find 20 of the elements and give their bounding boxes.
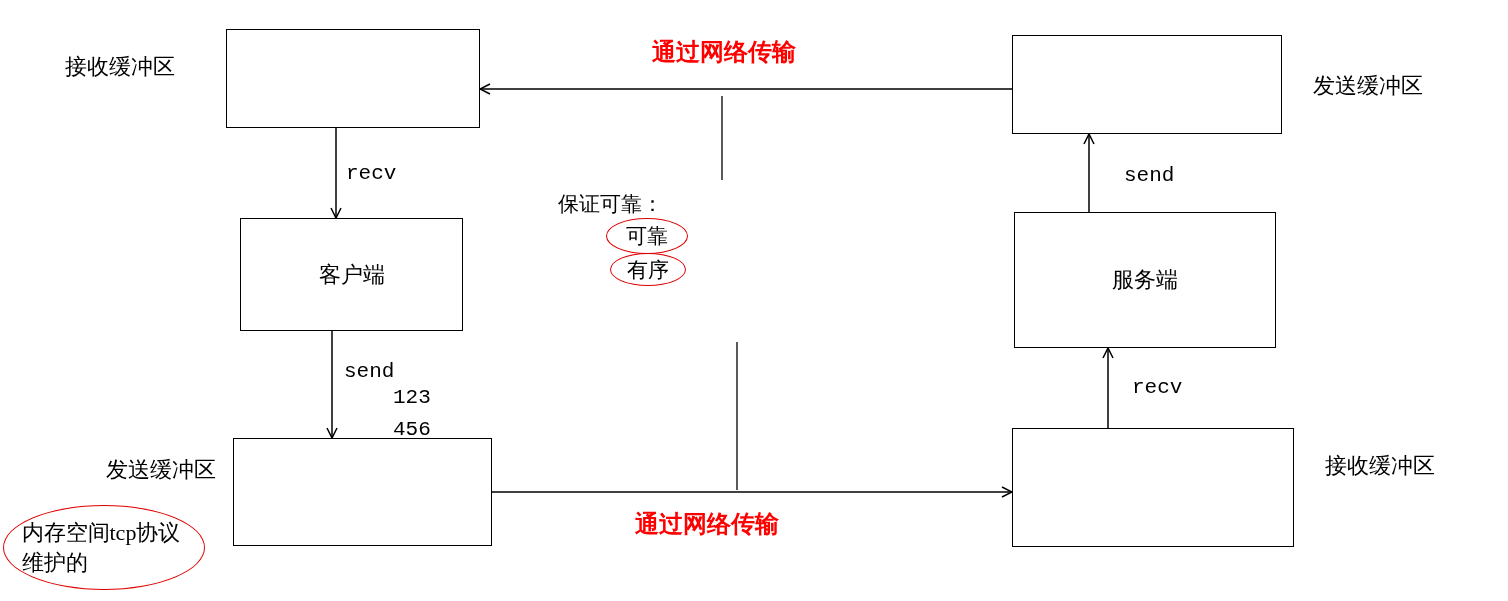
- process-box: [1014, 212, 1276, 348]
- arrow: [326, 330, 338, 439]
- arrow: [1102, 347, 1114, 429]
- node-text: 有序: [627, 256, 669, 284]
- note-text: 456: [393, 418, 431, 441]
- node-text: 可靠: [626, 223, 668, 250]
- buffer-caption: 接收缓冲区: [1325, 452, 1435, 480]
- arrow: [1083, 133, 1095, 213]
- process-box: [240, 218, 463, 331]
- buffer-caption: 发送缓冲区: [106, 456, 216, 484]
- buffer-caption: 发送缓冲区: [1313, 72, 1423, 100]
- node-text: 客户端: [318, 260, 385, 289]
- node-text: 服务端: [1112, 266, 1178, 294]
- note-text: 保证可靠：: [558, 191, 663, 218]
- node-text: 内存空间tcp协议维护的: [21, 518, 182, 577]
- arrow: [479, 83, 1013, 95]
- arrow: [491, 486, 1013, 498]
- buffer-caption: 接收缓冲区: [65, 53, 175, 81]
- arrow: [330, 127, 342, 219]
- note-text: 123: [393, 386, 431, 409]
